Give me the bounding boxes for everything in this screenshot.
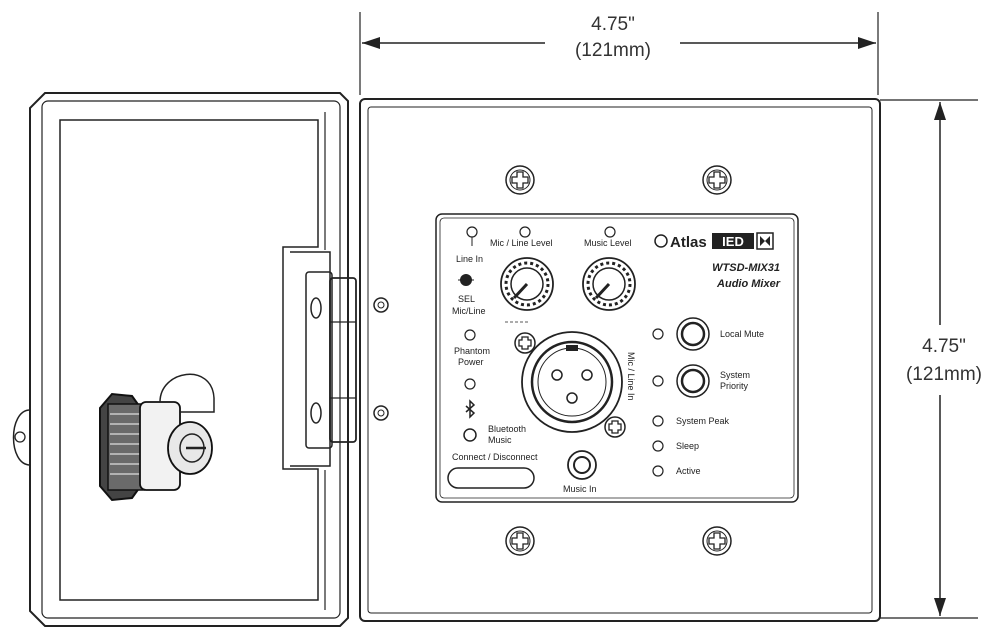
bluetooth-led: [464, 378, 476, 390]
cam-lock-icon: [99, 373, 215, 502]
music-in-label: Music In: [563, 484, 597, 494]
xlr-mic-line-input[interactable]: [521, 331, 623, 433]
plate-screw-icon: [702, 165, 732, 195]
music-in-jack[interactable]: [567, 450, 597, 480]
phantom-power-led: [464, 329, 476, 341]
local-mute-button[interactable]: [676, 317, 710, 351]
active-led: [652, 465, 664, 477]
bluetooth-icon: [465, 399, 476, 419]
mic-line-level-label: Mic / Line Level: [490, 238, 553, 248]
power-label: Power: [458, 357, 484, 367]
bluetooth-music-button[interactable]: [463, 428, 477, 442]
system-priority-button[interactable]: [676, 364, 710, 398]
xlr-screw-icon: [604, 416, 626, 438]
line-in-label: Line In: [456, 254, 483, 264]
height-inches-label: 4.75": [922, 336, 966, 357]
connect-disconnect-label: Connect / Disconnect: [452, 452, 538, 462]
sleep-label: Sleep: [676, 441, 699, 451]
width-dimension: 4.75" (121mm): [359, 12, 879, 95]
plate-screw-icon: [702, 526, 732, 556]
system-priority-led: [652, 375, 664, 387]
connect-disconnect-button[interactable]: [447, 467, 535, 489]
control-panel: Atlas IED WTSD-MIX31 Audio Mixer Mic / L…: [435, 213, 799, 503]
priority-label: Priority: [720, 381, 749, 391]
line-in-led: [466, 226, 478, 238]
width-mm-label: (121mm): [575, 40, 651, 61]
mic-line-label: Mic/Line: [452, 306, 486, 316]
hinged-door: [12, 92, 349, 627]
brand-atlas-text: Atlas: [670, 234, 707, 251]
height-dimension: 4.75" (121mm): [880, 99, 982, 619]
phantom-label: Phantom: [454, 346, 490, 356]
plate-screw-icon: [505, 165, 535, 195]
wall-plate: [359, 98, 881, 622]
system-label: System: [720, 370, 750, 380]
system-peak-led: [652, 415, 664, 427]
xlr-screw-icon: [514, 332, 536, 354]
mic-line-level-led: [519, 226, 531, 238]
local-mute-label: Local Mute: [720, 329, 764, 339]
width-inches-label: 4.75": [591, 14, 635, 35]
hinge: [290, 251, 357, 467]
music-level-knob[interactable]: [582, 257, 636, 311]
model-name: Audio Mixer: [716, 278, 781, 290]
plate-screw-icon: [505, 526, 535, 556]
mic-line-in-label: Mic / Line In: [626, 352, 636, 401]
music-level-label: Music Level: [584, 238, 632, 248]
active-label: Active: [676, 466, 701, 476]
system-peak-label: System Peak: [676, 416, 730, 426]
sel-label: SEL: [458, 294, 475, 304]
height-mm-label: (121mm): [906, 364, 982, 385]
music-level-led: [604, 226, 616, 238]
sleep-led: [652, 440, 664, 452]
local-mute-led: [652, 328, 664, 340]
brand-ied-text: IED: [722, 234, 744, 249]
bluetooth-label: Bluetooth: [488, 424, 526, 434]
atlasied-logo: Atlas IED: [654, 232, 774, 251]
music-label: Music: [488, 435, 512, 445]
model-number: WTSD-MIX31: [712, 262, 780, 274]
mic-line-level-knob[interactable]: [500, 257, 554, 311]
